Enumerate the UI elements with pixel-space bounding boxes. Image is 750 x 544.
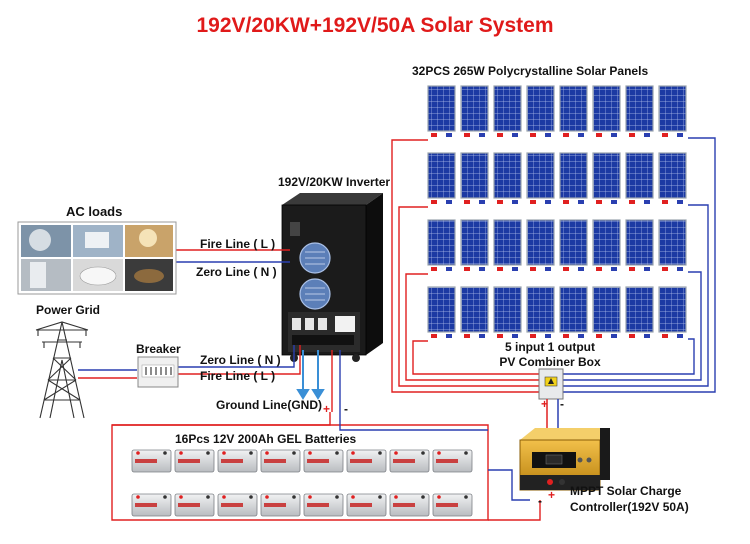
solar-panel-icon [625,219,654,271]
solar-panel-icon [427,219,456,271]
solar-panels-label: 32PCS 265W Polycrystalline Solar Panels [412,64,649,78]
solar-panel-icon [625,152,654,204]
solar-panel-icon [592,85,621,137]
battery-wiring [111,412,541,521]
solar-panel-icon [460,219,489,271]
battery-icon [260,493,301,517]
solar-panel-icon [526,219,555,271]
transmission-tower-icon [35,321,89,419]
battery-bank [131,449,473,517]
solar-panel-icon [526,152,555,204]
ground-line-label: Ground Line(GND) [216,398,322,412]
controller-line1-label: MPPT Solar Charge [570,484,682,498]
inverter-icon [281,193,383,362]
solar-panel-icon [625,85,654,137]
battery-icon [346,449,387,473]
inverter-label: 192V/20KW Inverter [278,175,391,189]
controller-minus-label: - [538,494,542,508]
battery-icon [174,449,215,473]
solar-panel-icon [526,85,555,137]
battery-icon [131,449,172,473]
zero-line-bottom-label: Zero Line ( N ) [200,353,281,367]
solar-panel-icon [592,286,621,338]
grid-wires [78,345,301,379]
battery-icon [346,493,387,517]
battery-icon [389,449,430,473]
mppt-controller-icon [519,428,610,491]
solar-panel-icon [658,152,687,204]
solar-panel-icon [427,286,456,338]
solar-panel-icon [460,152,489,204]
battery-icon [303,449,344,473]
solar-panel-icon [493,286,522,338]
fire-line-bottom-label: Fire Line ( L ) [200,369,276,383]
ground-arrows [296,350,325,400]
solar-panel-icon [559,152,588,204]
batteries-label: 16Pcs 12V 200Ah GEL Batteries [175,432,357,446]
combiner-minus-label: - [560,397,564,411]
inverter-minus-label: - [344,402,348,416]
combiner-line2-label: PV Combiner Box [499,355,601,369]
solar-panel-icon [427,152,456,204]
solar-panel-icon [625,286,654,338]
ac-load-wires [175,249,290,263]
solar-panel-icon [658,85,687,137]
solar-panel-array [427,85,687,338]
inverter-plus-label: + [323,402,331,416]
solar-panel-icon [559,286,588,338]
page-title: 192V/20KW+192V/50A Solar System [196,14,554,37]
solar-panel-icon [460,85,489,137]
solar-panel-icon [592,152,621,204]
solar-panel-icon [493,219,522,271]
breaker-panel-icon [137,356,179,388]
controller-plus-label: + [548,488,556,502]
zero-line-top-label: Zero Line ( N ) [196,265,277,279]
solar-panel-icon [460,286,489,338]
battery-icon [432,493,473,517]
solar-panel-icon [592,219,621,271]
battery-icon [260,449,301,473]
solar-panel-icon [427,85,456,137]
ac-loads-collage-icon [17,221,177,295]
combiner-to-controller-wires [546,399,559,428]
solar-panel-icon [493,152,522,204]
solar-panel-icon [559,219,588,271]
power-grid-label: Power Grid [36,303,101,317]
solar-panel-icon [658,219,687,271]
battery-icon [217,493,258,517]
ac-loads-label: AC loads [66,204,123,219]
controller-line2-label: Controller(192V 50A) [570,500,689,514]
solar-panel-icon [526,286,555,338]
solar-panel-icon [493,85,522,137]
battery-icon [432,449,473,473]
breaker-label: Breaker [136,342,181,356]
solar-panel-icon [559,85,588,137]
pv-string-wires [391,137,716,393]
battery-icon [389,493,430,517]
battery-icon [217,449,258,473]
combiner-box-icon [538,368,564,400]
combiner-plus-label: + [541,397,549,411]
battery-icon [303,493,344,517]
battery-icon [174,493,215,517]
combiner-line1-label: 5 input 1 output [505,340,595,354]
inverter-pv-wires [331,350,341,412]
battery-icon [131,493,172,517]
fire-line-top-label: Fire Line ( L ) [200,237,276,251]
solar-panel-icon [658,286,687,338]
